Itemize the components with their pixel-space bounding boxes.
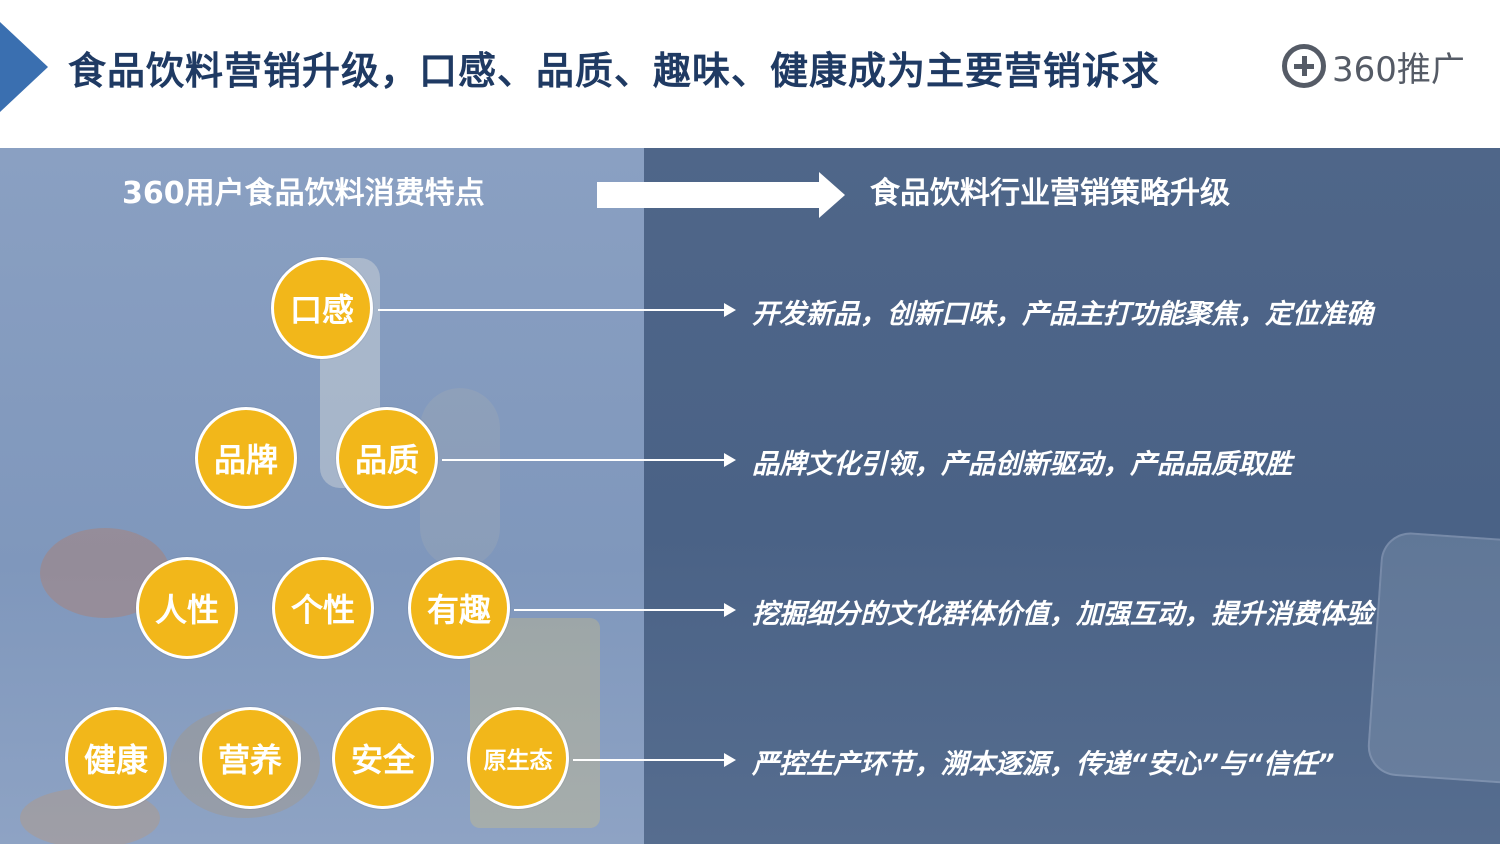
trait-circle-brand: 品牌: [195, 407, 297, 509]
brand-logo: 360推广: [1282, 42, 1465, 90]
trait-circle-humanity: 人性: [136, 557, 238, 659]
marketing-strategy-title: 食品饮料行业营销策略升级: [870, 176, 1230, 211]
strategy-text-3: 挖掘细分的文化群体价值，加强互动，提升消费体验: [752, 599, 1373, 630]
right-arrow-icon: [597, 172, 845, 218]
strategy-text-1: 开发新品，创新口味，产品主打功能聚焦，定位准确: [752, 299, 1373, 330]
trait-circle-quality: 品质: [336, 407, 438, 509]
connector-arrow-icon: [378, 303, 736, 317]
slide-header: 食品饮料营销升级，口感、品质、趣味、健康成为主要营销诉求 360推广: [0, 0, 1500, 140]
trait-circle-personality: 个性: [272, 557, 374, 659]
ice-cube-decoration: [1365, 530, 1500, 790]
strategy-text-4: 严控生产环节，溯本逐源，传递“安心”与“信任”: [752, 749, 1335, 780]
consumer-traits-title: 360用户食品饮料消费特点: [122, 176, 485, 211]
strategy-text-2: 品牌文化引领，产品创新驱动，产品品质取胜: [752, 449, 1292, 480]
connector-arrow-icon: [573, 753, 736, 767]
plus-circle-icon: [1282, 44, 1326, 88]
content-area: 360用户食品饮料消费特点 食品饮料行业营销策略升级 口感 开发新品，创新口味，…: [0, 148, 1500, 844]
header-chevron-icon: [0, 22, 48, 112]
ice-cubes-panel: [644, 148, 1500, 844]
trait-circle-taste: 口感: [271, 257, 373, 359]
page-title: 食品饮料营销升级，口感、品质、趣味、健康成为主要营销诉求: [68, 49, 1161, 93]
trait-circle-nutrition: 营养: [199, 707, 301, 809]
connector-arrow-icon: [514, 603, 736, 617]
logo-text: 360推广: [1332, 49, 1465, 90]
trait-circle-safety: 安全: [332, 707, 434, 809]
trait-circle-health: 健康: [65, 707, 167, 809]
trait-circle-organic: 原生态: [467, 707, 569, 809]
connector-arrow-icon: [442, 453, 736, 467]
trait-circle-fun: 有趣: [408, 557, 510, 659]
